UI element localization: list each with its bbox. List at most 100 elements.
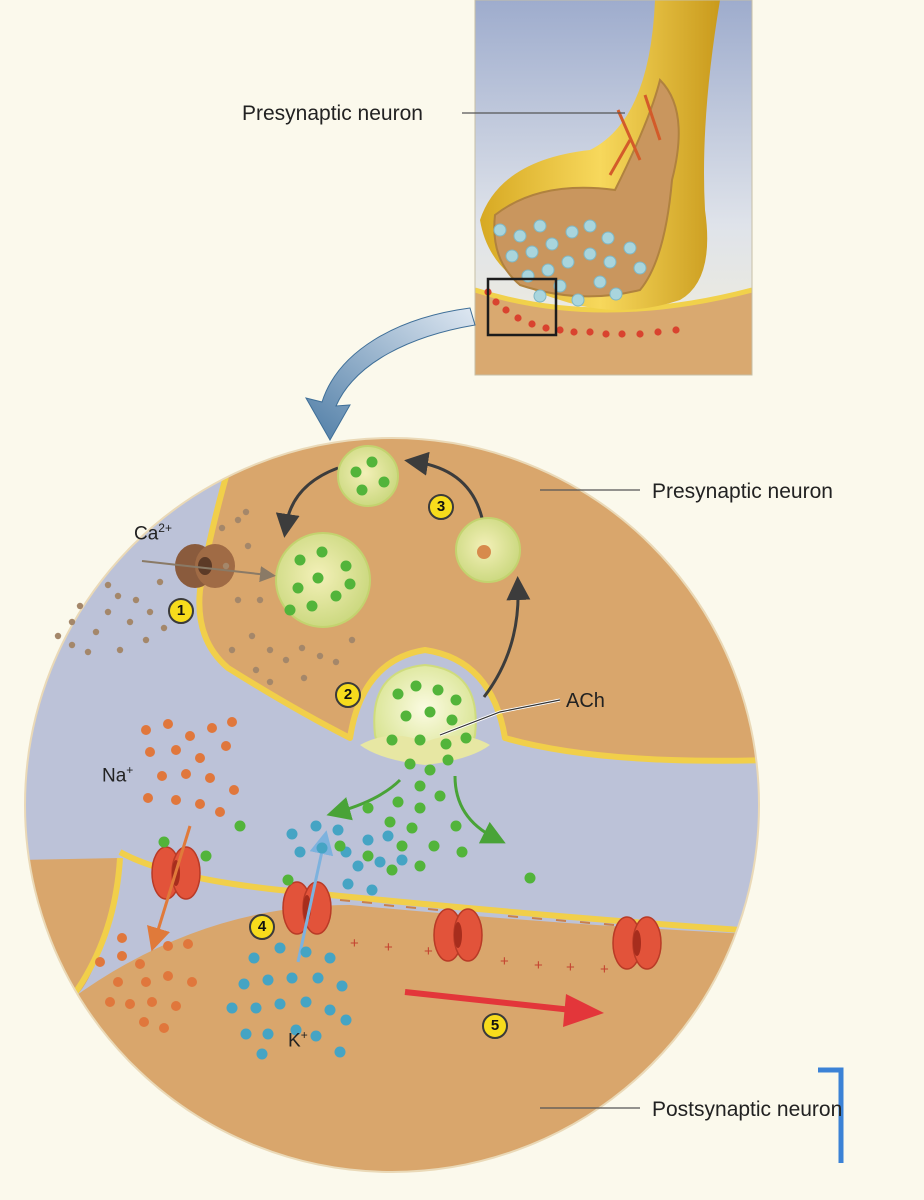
potassium-ion — [248, 952, 260, 964]
ach-molecule — [306, 600, 318, 612]
potassium-ion — [324, 952, 336, 964]
ach-molecule — [340, 560, 352, 572]
inset-vesicle — [533, 289, 547, 303]
ach-molecule — [440, 738, 452, 750]
ach-molecule — [158, 836, 170, 848]
ach-molecule — [330, 590, 342, 602]
ach-molecule — [424, 706, 436, 718]
ach-molecule — [386, 864, 398, 876]
presynaptic-label: Presynaptic neuron — [652, 480, 833, 503]
positive-charge-sign: + — [424, 943, 433, 960]
sodium-ion — [183, 939, 193, 949]
inset-vesicle — [525, 245, 539, 259]
calcium-label: Ca2+ — [134, 521, 172, 545]
ach-molecule — [366, 456, 378, 468]
calcium-ion — [146, 608, 154, 616]
calcium-ion — [116, 646, 124, 654]
ach-molecule — [460, 732, 472, 744]
presynaptic-top-label: Presynaptic neuron — [242, 102, 423, 125]
calcium-ion — [222, 562, 230, 570]
calcium-ion — [256, 596, 264, 604]
calcium-ion — [234, 516, 242, 524]
inset-receptor — [618, 330, 626, 338]
potassium-label: K+ — [288, 1028, 308, 1052]
zoom-arrow — [304, 307, 476, 442]
calcium-ion — [266, 646, 274, 654]
calcium-ion — [68, 618, 76, 626]
calcium-ions — [54, 508, 356, 686]
positive-charge-sign: + — [534, 957, 543, 974]
potassium-ion — [290, 1024, 302, 1036]
calcium-ion — [298, 644, 306, 652]
calcium-ion — [114, 592, 122, 600]
magnified-circle — [25, 438, 759, 1172]
inset-vesicle — [601, 231, 615, 245]
sodium-ion — [181, 769, 191, 779]
ach-molecule — [442, 754, 454, 766]
negative-charge-sign — [383, 904, 395, 907]
inset-receptor — [602, 330, 610, 338]
potassium-ion — [352, 860, 364, 872]
inset-vesicle — [623, 241, 637, 255]
inset-vesicle — [513, 229, 527, 243]
negative-charge-sign — [361, 901, 373, 904]
positive-charge-sign: + — [384, 939, 393, 956]
ach-molecule — [234, 820, 246, 832]
inset-vesicle — [571, 293, 585, 307]
potassium-ion — [362, 834, 374, 846]
ach-molecule — [284, 604, 296, 616]
calcium-ion — [252, 666, 260, 674]
ach-molecule — [312, 572, 324, 584]
inset-frame — [474, 0, 753, 376]
inset-receptor — [672, 326, 680, 334]
sodium-label: Na+ — [102, 763, 134, 787]
calcium-ion — [84, 648, 92, 656]
receptor-channel — [433, 908, 483, 962]
inset-receptor — [636, 330, 644, 338]
calcium-ion — [248, 632, 256, 640]
ach-molecule — [450, 820, 462, 832]
positive-charge-sign: + — [600, 961, 609, 978]
negative-charge-sign — [507, 915, 519, 918]
ach-molecule — [294, 554, 306, 566]
potassium-ion — [286, 972, 298, 984]
inset-vesicle — [583, 247, 597, 261]
inset-vesicle — [633, 261, 647, 275]
sodium-ion — [215, 807, 225, 817]
inset-vesicles — [493, 219, 647, 307]
propagation-arrow — [404, 989, 604, 1027]
ach-molecule — [424, 764, 436, 776]
ach-molecule — [432, 684, 444, 696]
calcium-ion — [228, 646, 236, 654]
inset-receptor — [528, 320, 536, 328]
ach-molecule — [362, 802, 374, 814]
ach-label: ACh — [566, 690, 605, 712]
ach-molecule — [434, 790, 446, 802]
zoom-region-box — [486, 277, 558, 337]
potassium-ion — [382, 830, 394, 842]
sodium-ion — [105, 997, 115, 1007]
membrane-charge-signs: +++++++ — [339, 899, 615, 978]
ach-molecule — [378, 476, 390, 488]
potassium-ion — [240, 1028, 252, 1040]
negative-charge-sign — [405, 906, 417, 909]
potassium-ion — [262, 974, 274, 986]
calcium-ion — [332, 658, 340, 666]
recycle-arrow-up — [482, 576, 531, 698]
potassium-ion — [396, 854, 408, 866]
blue-bracket — [818, 1067, 844, 1163]
inset-vesicle — [505, 249, 519, 263]
potassium-efflux-arrow — [296, 830, 334, 963]
sodium-ion — [117, 933, 127, 943]
calcium-ion — [156, 578, 164, 586]
positive-charge-sign: + — [500, 953, 509, 970]
sodium-ion — [95, 957, 105, 967]
sodium-ion — [157, 771, 167, 781]
negative-charge-sign — [579, 921, 591, 924]
ach-molecule — [344, 578, 356, 590]
ach-molecule — [414, 780, 426, 792]
inset-vesicle — [609, 287, 623, 301]
sodium-ion — [171, 745, 181, 755]
sodium-ion — [195, 753, 205, 763]
